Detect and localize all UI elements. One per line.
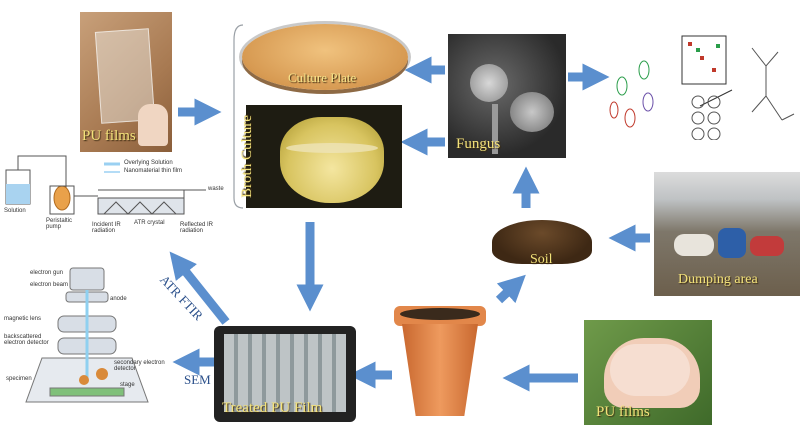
ftir-solution: Solution [4, 208, 26, 214]
sem-stage: stage [120, 382, 135, 388]
ftir-schematic: Overlying Solution Nanomaterial thin fil… [0, 150, 232, 260]
treated-pu-film-photo [214, 326, 356, 422]
dumping-area-label: Dumping area [678, 272, 758, 287]
culture-plate-photo [238, 16, 414, 98]
ftir-waste: waste [208, 186, 224, 192]
soil-label: Soil [530, 252, 553, 267]
sem-lens: magnetic lens [4, 316, 42, 322]
sem-label: SEM [184, 372, 211, 387]
pu-films-top-label: PU films [82, 128, 136, 144]
sem-gun: electron gun [30, 270, 64, 276]
treated-pu-film-label: Treated PU Film [222, 400, 323, 416]
pu-films-bottom-label: PU films [596, 404, 650, 420]
ftir-reflected: Reflected IR radiation [180, 222, 214, 234]
sem-anode: anode [110, 296, 127, 302]
dumping-area-photo [654, 172, 800, 296]
group-bracket [233, 24, 244, 209]
ftir-incident: Incident IR radiation [92, 222, 121, 234]
flower-pot [394, 300, 486, 420]
broth-culture-label: Broth Culture [238, 115, 255, 198]
broth-culture-photo [246, 105, 402, 208]
ftir-legend-2: Nanomaterial thin film [124, 168, 183, 174]
sem-schematic: electron gun electron beam anode magneti… [0, 262, 170, 422]
pu-films-photo-bottom [584, 320, 712, 425]
arrow-pot-to-soil [495, 274, 526, 304]
fungus-label: Fungus [456, 136, 501, 152]
sem-secondary: secondary electron detector [114, 360, 165, 372]
ftir-pump: Peristaltic pump [46, 218, 73, 230]
analysis-diagram [600, 30, 800, 140]
fungus-photo [448, 34, 566, 158]
pu-films-photo-top [80, 12, 172, 152]
culture-plate-label: Culture Plate [288, 70, 357, 85]
soil-pile [486, 206, 596, 268]
arrow-treated-to-ftir [169, 251, 230, 325]
sem-backscattered: backscattered electron detector [4, 334, 49, 346]
sem-beam: electron beam [30, 282, 69, 288]
ftir-legend-1: Overlying Solution [124, 160, 173, 166]
ftir-crystal: ATR crystal [134, 220, 165, 226]
sem-specimen: specimen [6, 376, 32, 382]
